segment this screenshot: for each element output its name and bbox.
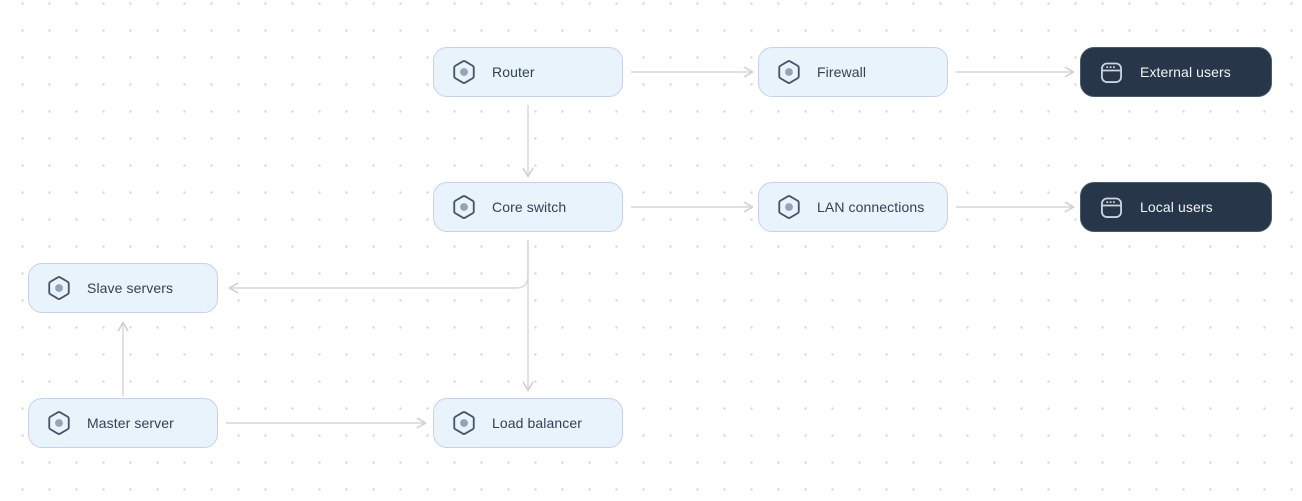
hexagon-node-icon — [451, 410, 477, 436]
node-load-balancer[interactable]: Load balancer — [433, 398, 623, 448]
node-label: Load balancer — [492, 415, 583, 431]
node-label: Master server — [87, 415, 174, 431]
node-label: LAN connections — [817, 199, 925, 215]
hexagon-node-icon — [776, 194, 802, 220]
app-window-icon — [1098, 194, 1125, 221]
hexagon-node-icon — [451, 59, 477, 85]
node-external-users[interactable]: External users — [1080, 47, 1272, 97]
node-lan-connections[interactable]: LAN connections — [758, 182, 948, 232]
node-local-users[interactable]: Local users — [1080, 182, 1272, 232]
node-label: Core switch — [492, 199, 567, 215]
node-label: Local users — [1140, 199, 1213, 215]
node-router[interactable]: Router — [433, 47, 623, 97]
hexagon-node-icon — [46, 410, 72, 436]
app-window-icon — [1098, 59, 1125, 86]
edge-core-switch-slave-servers[interactable] — [228, 240, 529, 294]
hexagon-node-icon — [46, 275, 72, 301]
hexagon-node-icon — [776, 59, 802, 85]
node-label: Firewall — [817, 64, 867, 80]
node-firewall[interactable]: Firewall — [758, 47, 948, 97]
node-label: Router — [492, 64, 535, 80]
node-label: External users — [1140, 64, 1231, 80]
node-master-server[interactable]: Master server — [28, 398, 218, 448]
node-slave-servers[interactable]: Slave servers — [28, 263, 218, 313]
hexagon-node-icon — [451, 194, 477, 220]
node-core-switch[interactable]: Core switch — [433, 182, 623, 232]
node-label: Slave servers — [87, 280, 174, 296]
